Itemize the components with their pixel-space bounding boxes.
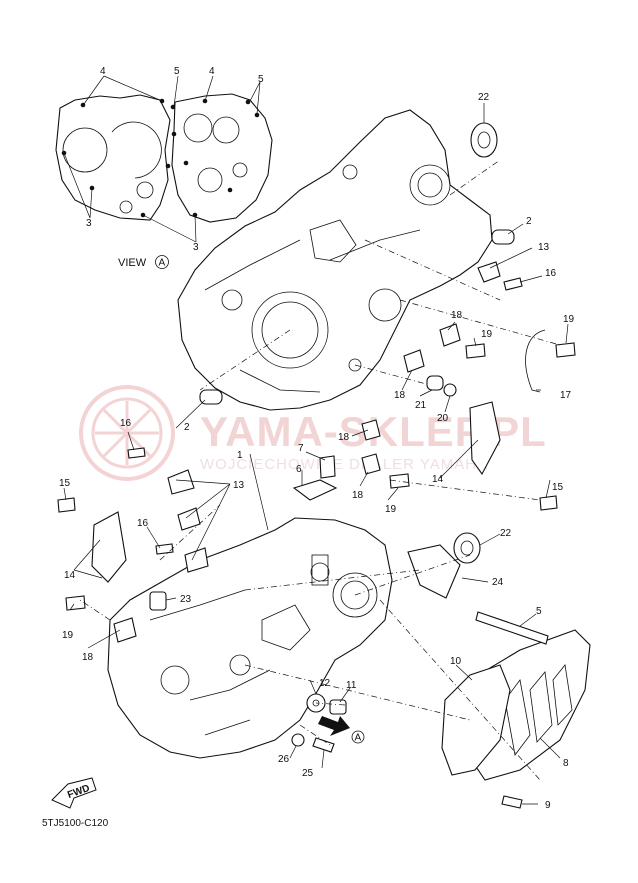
callout-label: 9 — [545, 800, 551, 811]
callout-label: 18 — [394, 390, 406, 401]
callout-label: 18 — [451, 310, 463, 321]
callout-label: 26 — [278, 754, 290, 765]
view-arrow-marker: A — [355, 733, 362, 744]
diagram-code: 5TJ5100-C120 — [42, 818, 109, 829]
callout-label: 25 — [302, 768, 314, 779]
watermark-subtitle: WOJCIECHOWICE DEALER YAMAHA — [200, 456, 488, 473]
callout-label: 2 — [184, 422, 190, 433]
callout-label: 18 — [338, 432, 350, 443]
callout-label: 14 — [432, 474, 444, 485]
callout-label: 20 — [437, 413, 449, 424]
callout-label: 1 — [237, 450, 243, 461]
callout-label: 22 — [500, 528, 512, 539]
leader-lines — [63, 103, 569, 805]
callout-label: 3 — [86, 218, 92, 229]
callout-label: 19 — [563, 314, 575, 325]
callout-label: 13 — [233, 480, 245, 491]
view-a-crankcase-left — [55, 94, 176, 221]
callout-label: 16 — [137, 518, 149, 529]
callout-label: 10 — [450, 656, 462, 667]
callout-label: 13 — [538, 242, 550, 253]
callout-label: 19 — [62, 630, 74, 641]
callout-label: 3 — [193, 242, 199, 253]
callout-label: 22 — [478, 92, 490, 103]
callout-label: 16 — [120, 418, 132, 429]
assembly-centerlines — [79, 159, 561, 781]
fwd-badge: FWD — [51, 777, 97, 809]
callout-label: 15 — [552, 482, 564, 493]
callout-label: 18 — [352, 490, 364, 501]
view-a-leaders — [63, 75, 261, 243]
callout-label: 2 — [526, 216, 532, 227]
callout-label: 23 — [180, 594, 192, 605]
callout-label: 5 — [536, 606, 542, 617]
crankcase-left-half — [107, 517, 393, 759]
watermark-logo — [79, 385, 175, 481]
callout-label: 17 — [560, 390, 572, 401]
callout-label: 18 — [82, 652, 94, 663]
callout-label: 14 — [64, 570, 76, 581]
callout-label: 19 — [385, 504, 397, 515]
callout-label: 7 — [298, 443, 304, 454]
gasket-10 — [441, 664, 511, 776]
view-a-crankcase-right — [171, 93, 273, 223]
callout-label: 5 — [174, 66, 180, 77]
callout-label: 19 — [481, 329, 493, 340]
callout-label: 12 — [319, 678, 331, 689]
callout-label: 15 — [59, 478, 71, 489]
callout-label: 24 — [492, 577, 504, 588]
callout-label: 11 — [346, 680, 357, 691]
view-label-marker: A — [159, 258, 166, 269]
view-label: VIEW A — [118, 255, 169, 269]
callouts: 4 5 4 5 3 3 22 2 13 16 18 19 19 17 18 21… — [59, 66, 575, 811]
callout-label: 8 — [563, 758, 569, 769]
callout-label: 4 — [209, 66, 215, 77]
callout-label: 6 — [296, 464, 302, 475]
view-a-arrow: A — [318, 716, 365, 744]
callout-label: 16 — [545, 268, 557, 279]
view-label-text: VIEW — [118, 257, 147, 269]
callout-label: 21 — [415, 400, 427, 411]
callout-label: 4 — [100, 66, 106, 77]
callout-label: 5 — [258, 74, 264, 85]
